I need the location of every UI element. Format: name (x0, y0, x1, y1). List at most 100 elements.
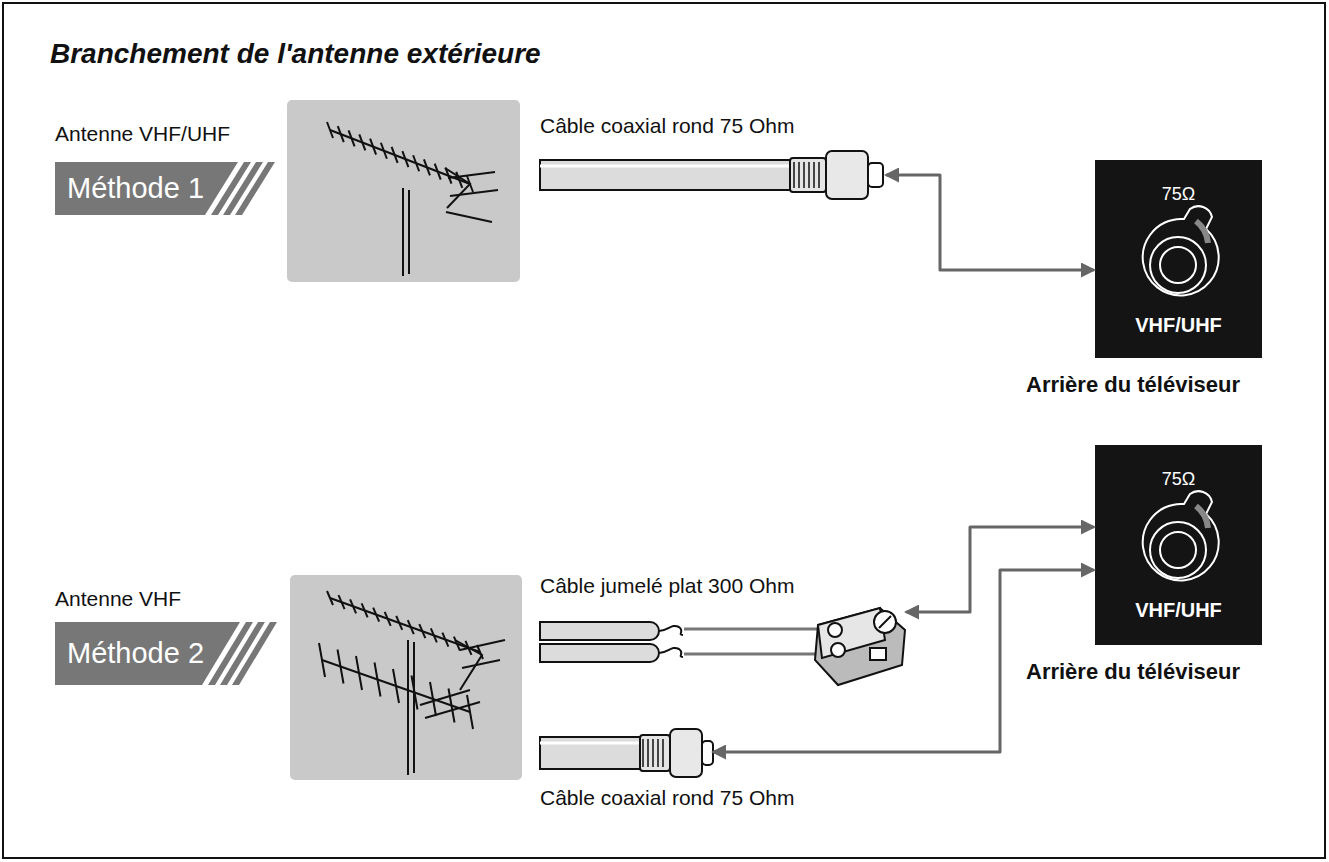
antenna-vhf (356, 656, 362, 690)
coaxial-cable (540, 151, 883, 199)
coaxial-cable (794, 162, 819, 188)
coaxial-cable (657, 739, 659, 767)
twin-lead-cable (540, 644, 659, 662)
antenna-vhf (338, 650, 344, 684)
twin-lead-cable (540, 622, 828, 662)
tv-back-panel: 75ΩVHF/UHFArrière du téléviseur (1095, 445, 1262, 645)
coaxial-cable: Câble coaxial rond 75 Ohm (540, 113, 885, 200)
antenna-vhf-uhf (445, 168, 470, 208)
antenna-vhf-uhf (402, 151, 408, 167)
cable-label: Câble jumelé plat 300 Ohm (540, 573, 905, 598)
matching-transformer (879, 616, 891, 628)
antenna-vhf (467, 695, 473, 729)
antenna-socket (1160, 532, 1196, 568)
diagram-title: Branchement de l'antenne extérieure (50, 38, 541, 70)
antenna-label: Antenne VHF/UHF (55, 121, 230, 146)
coaxial-cable (808, 162, 810, 188)
method-banner (235, 162, 275, 215)
coaxial-cable (540, 737, 640, 769)
coaxial-cable (803, 162, 805, 188)
antenna-vhf (350, 599, 356, 613)
cable-label: Câble coaxial rond 75 Ohm (540, 113, 885, 138)
twin-lead-cable (659, 626, 683, 635)
antenna-vhf-uhf (370, 139, 376, 155)
coaxial-cable (818, 162, 820, 188)
coaxial-cable (790, 158, 826, 192)
coaxial-cable (540, 729, 713, 777)
coaxial-cable: Câble coaxial rond 75 Ohm (540, 733, 712, 775)
antenna-vhf (319, 591, 505, 775)
antenna-vhf-uhf (327, 122, 333, 138)
antenna-vhf (339, 595, 345, 609)
coaxial-cable (540, 165, 790, 168)
coaxial-cable (540, 160, 790, 190)
coaxial-cable (640, 735, 670, 771)
antenna-vhf (412, 676, 418, 710)
coaxial-cable (670, 729, 702, 777)
antenna-vhf (413, 642, 415, 773)
twin-lead-cable (540, 622, 659, 640)
antenna-vhf (449, 689, 455, 723)
antenna-vhf-uhf (435, 164, 441, 180)
matching-transformer (815, 608, 905, 685)
antenna-socket (1143, 491, 1219, 580)
method-banner (55, 162, 277, 685)
antenna-vhf (430, 682, 436, 716)
coaxial-cable (652, 739, 654, 767)
antenna-vhf (407, 640, 409, 775)
antenna-vhf-uhf (445, 168, 451, 184)
antenna-vhf-uhf (402, 188, 404, 276)
antenna-vhf (465, 641, 471, 655)
matching-transformer (874, 611, 896, 633)
tv-back-panel (1095, 445, 1262, 645)
antenna-vhf (393, 669, 399, 703)
antenna-vhf (330, 598, 480, 652)
antenna-label: Antenne VHF (55, 586, 181, 611)
antenna-vhf-uhf (450, 190, 498, 196)
method-banner: Méthode 2 (55, 622, 215, 685)
antenna-vhf (373, 608, 379, 622)
frame (3, 3, 1325, 858)
antenna-vhf (327, 591, 333, 605)
twin-lead-cable (684, 653, 828, 656)
antenna-vhf (462, 660, 500, 668)
antenna-vhf-uhf (381, 143, 387, 159)
antenna-vhf-uhf (392, 147, 398, 163)
tv-back-panel (1095, 160, 1262, 358)
antenna-socket (1196, 506, 1208, 528)
antenna-vhf (375, 663, 381, 697)
antenna-vhf (396, 616, 402, 630)
antenna-vhf-uhf (448, 172, 495, 178)
method-banner: Méthode 1 (55, 162, 215, 215)
tv-back-panel (1095, 160, 1262, 645)
method-banner (55, 162, 238, 215)
matching-transformer (815, 608, 905, 685)
impedance-label: 75Ω (1095, 184, 1262, 206)
antenna-vhf-uhf (338, 126, 344, 142)
antenna-vhf-uhf (327, 122, 498, 276)
antenna-vhf (322, 660, 470, 712)
panel-caption: Arrière du téléviseur (983, 659, 1283, 685)
coaxial-cable (868, 163, 883, 187)
tv-back-panel: 75ΩVHF/UHFArrière du téléviseur (1095, 160, 1262, 358)
coaxial-cable (798, 162, 800, 188)
antenna-socket (1150, 522, 1206, 578)
coaxial-cable (642, 739, 644, 767)
antenna-vhf-uhf (330, 130, 470, 184)
antenna-socket (1150, 237, 1206, 293)
antenna-vhf-uhf (413, 155, 419, 171)
antenna-panel (290, 575, 522, 780)
antenna-vhf (385, 612, 391, 626)
antenna-vhf (362, 603, 368, 617)
coaxial-cable (702, 741, 713, 765)
antenna-vhf-uhf (359, 134, 365, 150)
antenna-vhf-uhf (349, 130, 355, 146)
coaxial-cable (826, 151, 868, 199)
antenna-vhf (431, 628, 437, 642)
antenna-vhf-uhf (424, 159, 430, 175)
antenna-vhf (319, 643, 325, 677)
twin-lead-cable: Câble jumelé plat 300 Ohm (540, 573, 905, 688)
twin-lead-cable (684, 628, 828, 631)
connection-arrow (887, 175, 1093, 270)
